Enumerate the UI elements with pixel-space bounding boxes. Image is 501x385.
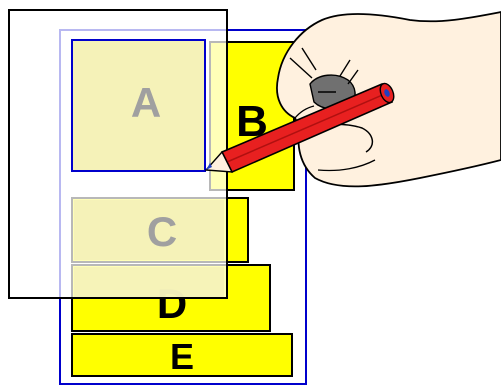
box-c-label: C <box>147 208 177 255</box>
hand-holding-pencil-icon <box>204 11 501 188</box>
box-d-overlay <box>74 267 224 297</box>
box-e: E <box>71 333 293 377</box>
box-a-label: A <box>131 79 161 126</box>
box-e-label: E <box>170 336 194 377</box>
box-c-overlay: C <box>74 200 224 260</box>
pencil <box>204 82 395 174</box>
box-a: A <box>71 39 206 172</box>
